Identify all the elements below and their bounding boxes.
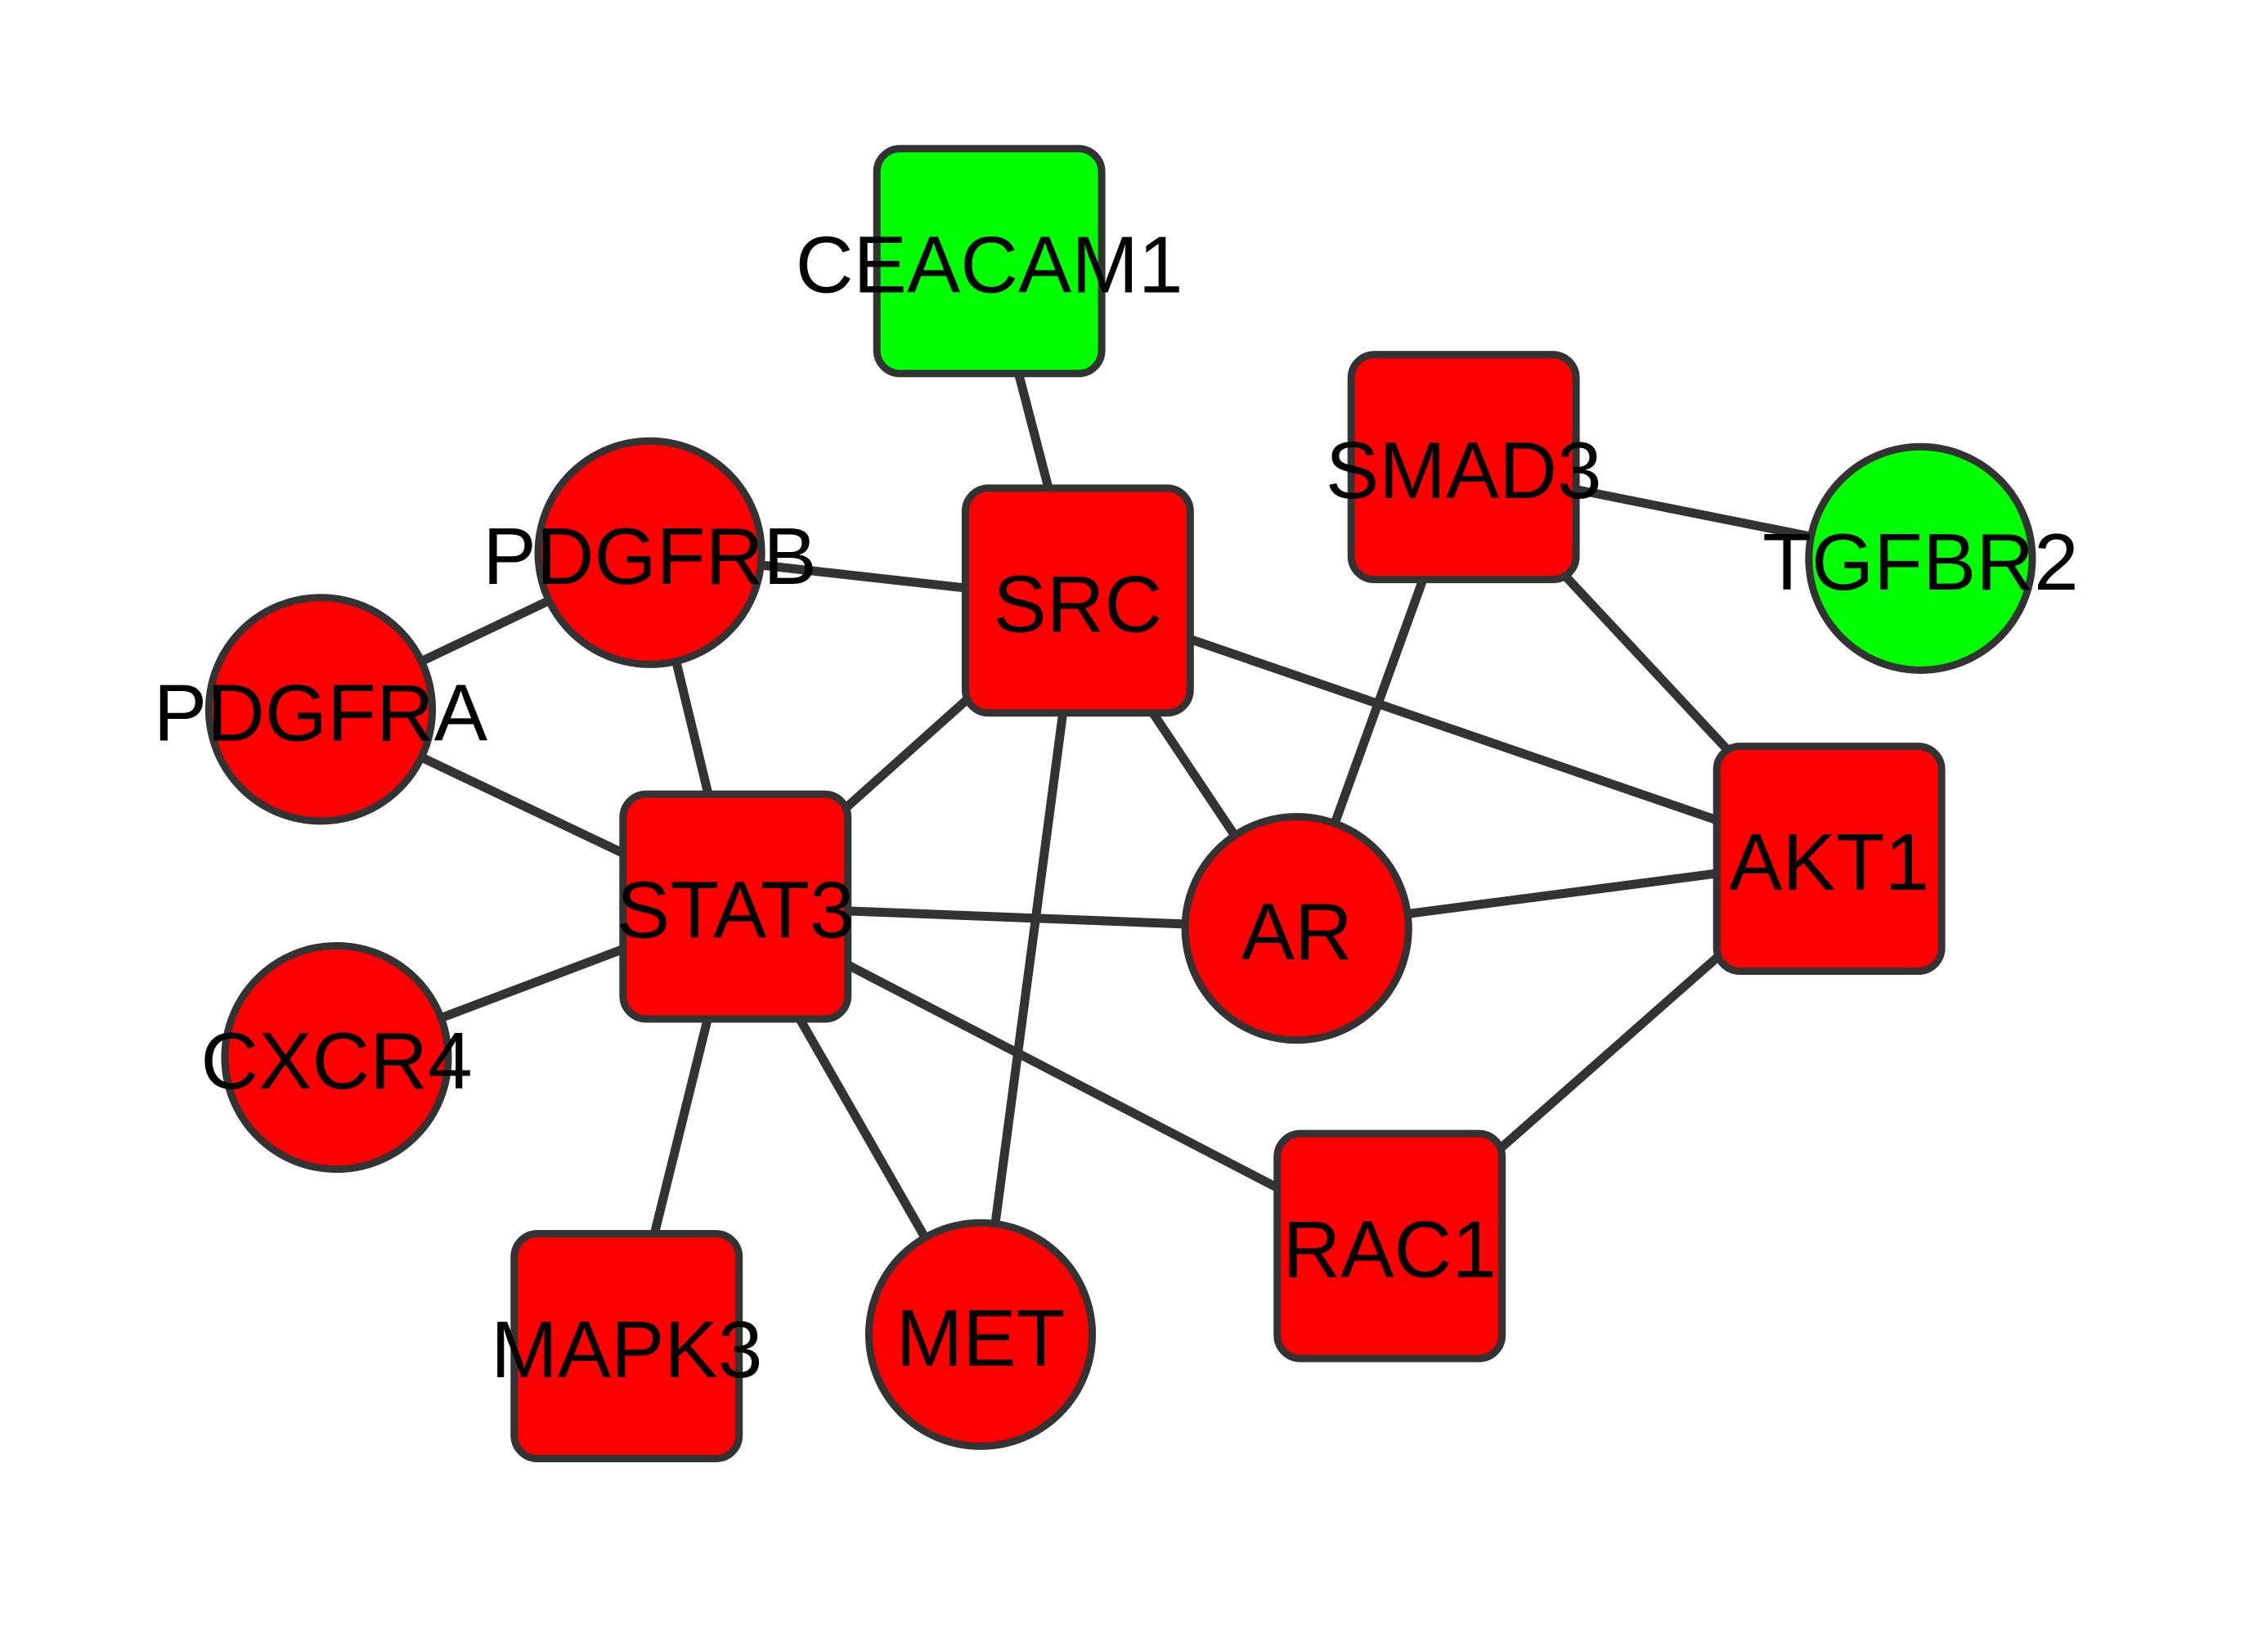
node-label: RAC1: [1282, 1205, 1496, 1295]
node-label: CEACAM1: [796, 219, 1183, 309]
edge-src-akt1: [1076, 596, 1831, 864]
node-label: SMAD3: [1326, 425, 1602, 515]
node-mapk3[interactable]: MAPK3: [491, 1230, 762, 1462]
node-label: TGFBR2: [1762, 517, 2079, 607]
node-pdgfra[interactable]: PDGFRA: [154, 594, 488, 825]
node-circle: [864, 1219, 1097, 1450]
node-pdgfrb[interactable]: PDGFRB: [483, 437, 817, 668]
node-rac1[interactable]: RAC1: [1273, 1129, 1506, 1362]
edges-layer: [318, 259, 1922, 1348]
node-square: [1713, 743, 1946, 975]
node-circle: [1805, 442, 2036, 674]
node-src[interactable]: SRC: [961, 484, 1194, 717]
node-label: SRC: [993, 559, 1162, 649]
node-label: PDGFRA: [154, 667, 488, 757]
node-circle: [534, 437, 765, 668]
node-ar[interactable]: AR: [1181, 813, 1412, 1044]
node-label: AR: [1241, 887, 1353, 976]
node-circle: [204, 594, 437, 825]
node-akt1[interactable]: AKT1: [1713, 743, 1946, 975]
node-label: AKT1: [1729, 817, 1929, 907]
node-ceacam1[interactable]: CEACAM1: [796, 145, 1183, 378]
node-circle: [221, 941, 452, 1174]
node-stat3[interactable]: STAT3: [617, 790, 854, 1023]
node-circle: [1181, 813, 1412, 1044]
node-label: STAT3: [617, 865, 854, 955]
node-smad3[interactable]: SMAD3: [1326, 351, 1602, 584]
node-label: PDGFRB: [483, 511, 816, 601]
node-square: [1273, 1129, 1506, 1362]
node-met[interactable]: MET: [864, 1219, 1097, 1450]
node-square: [873, 145, 1106, 378]
node-square: [510, 1230, 743, 1462]
node-label: MET: [896, 1293, 1066, 1383]
node-cxcr4[interactable]: CXCR4: [200, 941, 473, 1174]
node-square: [1347, 351, 1580, 584]
node-square: [619, 790, 852, 1023]
node-tgfbr2[interactable]: TGFBR2: [1762, 442, 2079, 674]
node-label: CXCR4: [200, 1016, 472, 1106]
node-square: [961, 484, 1194, 717]
node-label: MAPK3: [491, 1304, 762, 1394]
edge-src-met: [976, 599, 1083, 1336]
